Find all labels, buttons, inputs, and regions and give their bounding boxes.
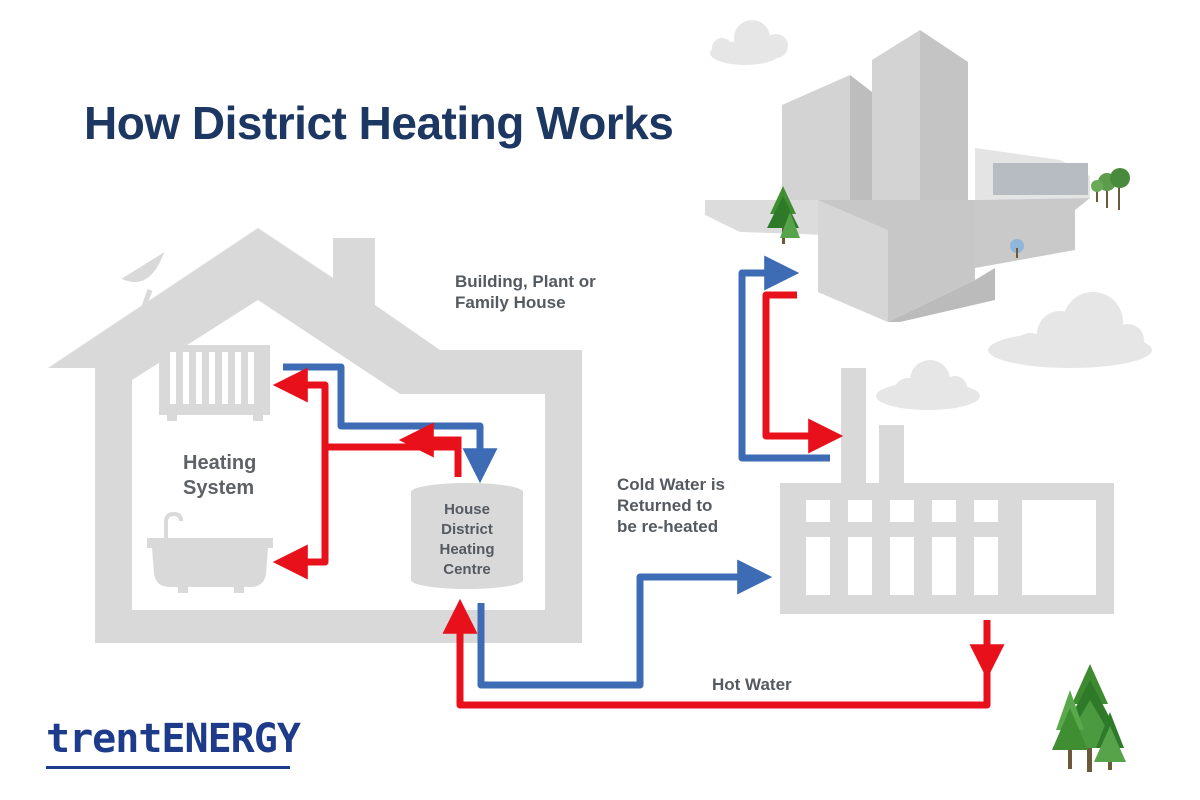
radiator-icon [159, 345, 270, 421]
page-title: How District Heating Works [84, 97, 674, 149]
cold-water-pipes [283, 255, 830, 689]
cold-water-label: Cold Water is Returned to be re-heated [617, 474, 725, 537]
heating-centre-label-line: House [444, 501, 490, 518]
building-label-line: Family House [455, 293, 566, 312]
cold-pipe-radiator-to-centre [283, 363, 498, 484]
office-building [705, 30, 1090, 322]
cold-water-label-line: Cold Water is [617, 475, 725, 494]
heating-centre-label-line: District [441, 521, 493, 538]
hot-pipe-to-radiator [272, 367, 329, 447]
tree-icon [1091, 168, 1130, 210]
hot-pipe-building-to-plant [762, 291, 844, 454]
heating-system-label: Heating System [183, 451, 256, 501]
cold-pipe-centre-to-plant [477, 559, 773, 689]
heating-centre-label: House District Heating Centre [417, 500, 517, 580]
heating-centre-label-line: Centre [443, 561, 491, 578]
logo-underline [46, 766, 290, 769]
bathtub-icon [147, 511, 273, 593]
heating-centre-tank [411, 483, 523, 589]
hot-pipe-to-bathtub [272, 447, 329, 580]
cloud-shape [710, 20, 788, 65]
house-outline [48, 228, 582, 643]
plant-windows [806, 500, 1096, 595]
tree-icon [1010, 239, 1024, 258]
trent-energy-logo: trentENERGY [46, 716, 301, 762]
hot-pipe-centre-to-house [325, 443, 462, 477]
building-label: Building, Plant or Family House [455, 271, 596, 313]
heating-system-label-line: Heating [183, 452, 257, 474]
cold-water-label-line: Returned to [617, 496, 713, 515]
heating-system-label-line: System [183, 477, 255, 499]
cloud-shape [876, 360, 980, 410]
cold-water-label-line: be re-heated [617, 517, 719, 536]
cold-pipe-plant-to-building [738, 255, 830, 462]
building-label-line: Building, Plant or [455, 272, 596, 291]
satellite-dish-icon [121, 252, 165, 313]
tree-icon [767, 186, 800, 244]
hot-water-arrow-centre-house [398, 422, 462, 470]
cloud-shape [988, 292, 1152, 368]
hot-water-label: Hot Water [712, 675, 792, 694]
tree-icon [1052, 664, 1126, 772]
heating-centre-label-line: Heating [439, 541, 495, 558]
